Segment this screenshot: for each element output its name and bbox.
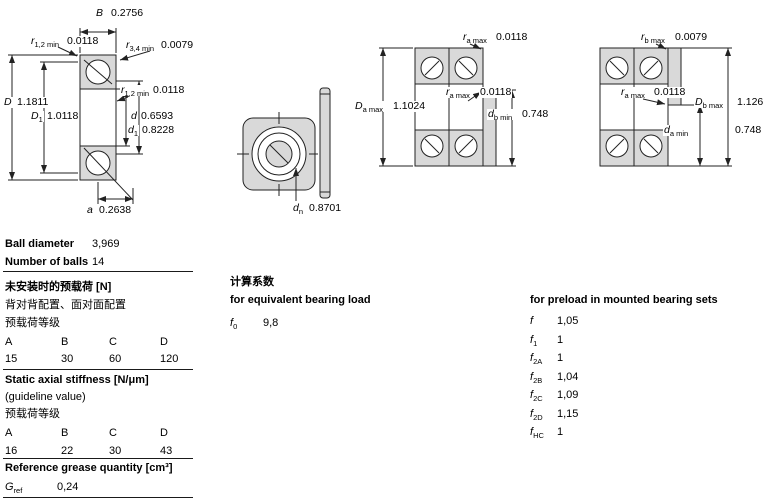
factor-f1-symbol: f1 xyxy=(530,334,538,349)
stiffness-table-value-a: 16 xyxy=(5,445,18,457)
equivalent-load-title: for equivalent bearing load xyxy=(230,294,371,306)
preload-table-value-b: 30 xyxy=(61,353,74,365)
dim-bore-symbol: d xyxy=(130,110,138,122)
stiffness-table-header-a: A xyxy=(5,427,13,439)
technical-drawings-lineart xyxy=(8,28,732,204)
stiffness-table-header-b: B xyxy=(61,427,69,439)
preload-table-value-a: 15 xyxy=(5,353,18,365)
stiffness-table-value-c: 30 xyxy=(109,445,122,457)
preload-table-value-c: 60 xyxy=(109,353,122,365)
preload-class-label: 预载荷等级 xyxy=(5,317,60,329)
factor-f-symbol: f xyxy=(530,315,534,327)
drawing-bearing-front-view xyxy=(237,87,331,201)
ball-diameter-label: Ball diameter xyxy=(5,238,75,250)
factor-f2b-value: 1,04 xyxy=(557,371,579,383)
dim-rb-max-value: 0.0079 xyxy=(674,31,709,43)
factor-f2d-value: 1,15 xyxy=(557,408,579,420)
drawing-bearing-cross-section xyxy=(8,28,151,204)
preload-table-value-d: 120 xyxy=(160,353,179,365)
stiffness-title: Static axial stiffness [N/μm] xyxy=(5,374,149,386)
grease-value: 0,24 xyxy=(57,481,79,493)
dim-a-distance-symbol: a xyxy=(86,204,94,216)
ball-diameter-value: 3,969 xyxy=(92,238,120,250)
dim-width-b-value: 0.2756 xyxy=(110,7,145,19)
drawing-mounted-pair-right xyxy=(599,42,732,167)
divider-rule xyxy=(3,369,193,370)
dim-outer-diameter-symbol: D xyxy=(3,96,13,108)
stiffness-note: (guideline value) xyxy=(5,391,86,403)
dim-d1-diameter-symbol: D1 xyxy=(30,110,44,125)
factor-f2d-symbol: f2D xyxy=(530,408,543,423)
dim-ra-max-mid-symbol: ra max xyxy=(445,86,471,101)
stiffness-table-value-b: 22 xyxy=(61,445,74,457)
dim-width-b-symbol: B xyxy=(95,7,105,19)
dim-r12-min-symbol: r1,2 min xyxy=(30,35,61,50)
divider-rule xyxy=(3,497,193,498)
dim-outer-diameter-value: 1.1811 xyxy=(16,96,50,108)
calculation-factors-title: 计算系数 xyxy=(230,276,274,288)
dim-dn-symbol: dn xyxy=(292,202,305,217)
dim-db-min-symbol: db min xyxy=(487,108,514,123)
number-of-balls-value: 14 xyxy=(92,256,105,268)
number-of-balls-label: Number of balls xyxy=(5,256,89,268)
dim-ra-max-mid-value: 0.0118 xyxy=(479,86,513,98)
dim-r34-min-value: 0.0079 xyxy=(160,39,195,51)
factor-fhc-value: 1 xyxy=(557,426,564,438)
dim-ra-max-top-value: 0.0118 xyxy=(495,31,529,43)
dim-dn-value: 0.8701 xyxy=(308,202,343,214)
factor-fhc-symbol: fHC xyxy=(530,426,544,441)
dim-bore-value: 0.6593 xyxy=(140,110,175,122)
factor-f2a-symbol: f2A xyxy=(530,352,543,367)
dim-ra-max-right-symbol: ra max xyxy=(620,86,646,101)
factor-f2c-symbol: f2C xyxy=(530,389,543,404)
stiffness-table-header-c: C xyxy=(109,427,117,439)
dim-da-max-housing-symbol: Da max xyxy=(354,100,385,115)
divider-rule xyxy=(3,271,193,272)
dim-r12-min-value: 0.0118 xyxy=(66,35,100,47)
preload-table-header-c: C xyxy=(109,336,117,348)
preload-sets-title: for preload in mounted bearing sets xyxy=(530,294,718,306)
stiffness-table-header-d: D xyxy=(160,427,168,439)
divider-rule xyxy=(3,458,193,459)
grease-symbol: Gref xyxy=(5,481,23,496)
dim-db-min-value: 0.748 xyxy=(521,108,550,120)
dim-rb-max-symbol: rb max xyxy=(640,31,666,46)
dim-d1-diameter-value: 1.0118 xyxy=(46,110,80,122)
factor-f2b-symbol: f2B xyxy=(530,371,543,386)
dim-db-max-symbol: Db max xyxy=(694,96,725,111)
preload-config-note: 背对背配置、面对面配置 xyxy=(5,299,126,311)
factor-f0-value: 9,8 xyxy=(263,317,279,329)
preload-table-header-d: D xyxy=(160,336,168,348)
dim-a-distance-value: 0.2638 xyxy=(98,204,133,216)
dim-db-max-value: 1.126 xyxy=(736,96,765,108)
grease-quantity-title: Reference grease quantity [cm³] xyxy=(5,462,173,474)
factor-f0-symbol: f0 xyxy=(230,317,238,332)
factor-f2c-value: 1,09 xyxy=(557,389,579,401)
drawing-mounted-pair-left xyxy=(379,42,516,167)
dim-ra-max-right-value: 0.0118 xyxy=(653,86,687,98)
dim-da-min-symbol: da min xyxy=(663,124,690,139)
factor-f1-value: 1 xyxy=(557,334,564,346)
preload-table-header-b: B xyxy=(61,336,69,348)
dim-d1-shoulder-value: 0.8228 xyxy=(141,124,176,136)
dim-r12-min-inner-value: 0.0118 xyxy=(152,84,186,96)
factor-f-value: 1,05 xyxy=(557,315,579,327)
dim-d1-shoulder-symbol: d1 xyxy=(127,124,140,139)
preload-unmounted-title: 未安装时的预载荷 [N] xyxy=(5,281,112,293)
dim-ra-max-top-symbol: ra max xyxy=(462,31,488,46)
dim-da-min-value: 0.748 xyxy=(734,124,763,136)
factor-f2a-value: 1 xyxy=(557,352,564,364)
preload-table-header-a: A xyxy=(5,336,13,348)
stiffness-class-label: 预载荷等级 xyxy=(5,408,60,420)
dim-r12-min-inner-symbol: r1,2 min xyxy=(120,84,151,99)
dim-da-max-housing-value: 1.1024 xyxy=(392,100,427,112)
stiffness-table-value-d: 43 xyxy=(160,445,173,457)
dim-r34-min-symbol: r3,4 min xyxy=(125,39,156,54)
